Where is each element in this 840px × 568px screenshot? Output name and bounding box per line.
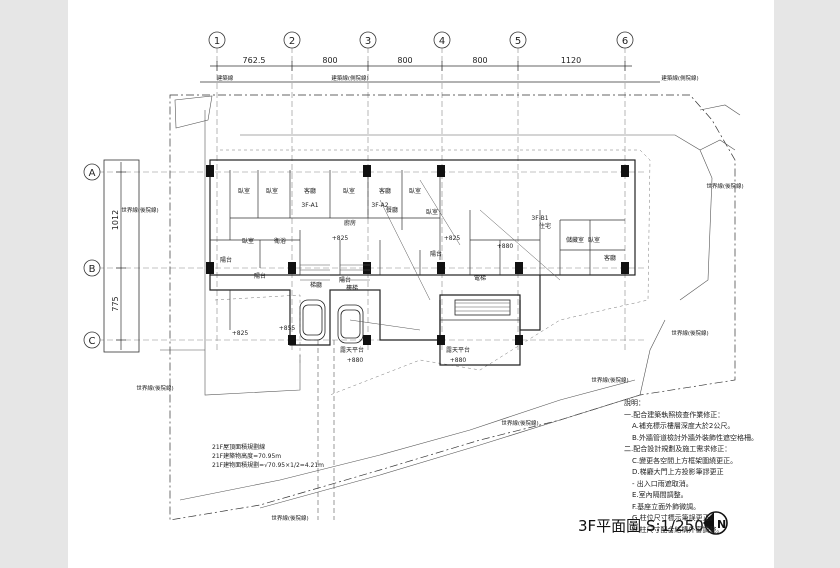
- setback-label: 世界線(後院線): [121, 206, 158, 214]
- note-line: 一.配合建築執照檢查作業修正：: [624, 410, 725, 419]
- height-note: 21F建築物高度=70.95m: [212, 452, 281, 460]
- setback-label: 建築線(側院線): [661, 74, 698, 82]
- room-label: 臥室: [266, 187, 278, 195]
- grid-column-label: 2: [289, 36, 295, 47]
- note-line: A.補充標示樓層深度大於2公尺。: [632, 422, 735, 430]
- level-label: +880: [347, 357, 364, 364]
- dimension-labels: 762.5 800 800 800 1120 1012 775: [111, 56, 581, 312]
- room-label: 客廳: [304, 187, 316, 195]
- dimension-label: 1120: [561, 56, 581, 65]
- setback-label: 世界線(後院線): [501, 419, 538, 427]
- dimension-label: 800: [322, 56, 337, 65]
- unit-label: 3F-A1: [301, 202, 318, 209]
- setback-label: 世界線(後院線): [706, 182, 743, 190]
- dimension-label: 775: [111, 296, 120, 311]
- annotations: 建築線 建築線(側院線) 建築線(側院線) 世界線(後院線) 世界線(後院線) 世界線(後…: [121, 74, 743, 522]
- grid-bubble: [208, 31, 226, 49]
- room-label: 餐廳: [386, 206, 398, 214]
- note-line: G.柱位尺寸標示筆誤更正。: [632, 514, 717, 522]
- room-label: 廚房: [344, 219, 356, 227]
- north-arrow-letter: N: [717, 518, 726, 531]
- room-label: 臥室: [242, 237, 254, 245]
- setback-label: 世界線(後院線): [136, 384, 173, 392]
- room-label: 樓梯: [346, 284, 358, 292]
- dimension-label: 800: [397, 56, 412, 65]
- level-label: +880: [497, 243, 514, 250]
- grid-bubble: [83, 163, 101, 181]
- dimension-label: 762.5: [243, 56, 266, 65]
- grid-column-label: 1: [214, 36, 220, 47]
- room-label: 客廳: [379, 187, 391, 195]
- setback-label: 世界線(後院線): [671, 329, 708, 337]
- grid-bubble: [359, 31, 377, 49]
- room-label: 陽台: [254, 272, 266, 280]
- grid-bubble: [83, 259, 101, 277]
- dimension-label: 1012: [111, 210, 120, 230]
- room-label: 梯廳: [310, 281, 322, 289]
- grid-bubble: [83, 331, 101, 349]
- grid-row-label: B: [89, 264, 96, 275]
- note-line: B.外牆管道檢討外牆外裝飾性遮空格柵。: [632, 433, 759, 442]
- room-label: 陽台: [339, 276, 351, 284]
- room-label: 陽台: [220, 256, 232, 264]
- room-label: 陽台: [430, 250, 442, 258]
- room-labels: 臥室臥室客廳臥室客廳臥室廚房餐廳臥室衛浴臥室住宅陽台陽台陽台陽台梯廳樓梯電梯露天…: [220, 187, 616, 364]
- room-label: 臥室: [238, 187, 250, 195]
- room-label: 臥室: [343, 187, 355, 195]
- dimension-label: 800: [472, 56, 487, 65]
- unit-label: 3F-A2: [371, 202, 388, 209]
- room-label: 露天平台: [340, 346, 364, 354]
- drawing-title: 3F平面圖 S:1/250: [578, 517, 704, 535]
- room-label: 衛浴: [274, 237, 286, 245]
- note-line: E.室內隔間調整。: [632, 491, 688, 499]
- room-label: 電梯: [474, 274, 486, 282]
- setback-label: 世界線(後院線): [271, 514, 308, 522]
- room-label: 臥室: [588, 236, 600, 244]
- setback-label: 建築線: [217, 74, 234, 82]
- note-line: C.變更各空間上方框架圍繞更正。: [632, 456, 738, 465]
- grid-column-label: 5: [515, 36, 521, 47]
- grid-column-label: 4: [439, 36, 445, 47]
- room-label: 住宅: [539, 222, 551, 230]
- room-label: 臥室: [426, 208, 438, 216]
- room-label: 露天平台: [446, 346, 470, 354]
- level-label: +825: [332, 235, 349, 242]
- note-line: D.梯廳大門上方投影筆謬更正: [632, 468, 724, 476]
- level-label: +825: [444, 235, 461, 242]
- note-line: H.柱尺寸配合結構外審調整。: [632, 525, 724, 534]
- room-label: 臥室: [409, 187, 421, 195]
- grid-column-label: 6: [622, 36, 628, 47]
- grid-column-label: 3: [365, 36, 371, 47]
- note-line: 二.配合設計規劃及施工需求修正：: [624, 445, 732, 453]
- level-label: +855: [279, 325, 296, 332]
- grid-bubble: [433, 31, 451, 49]
- unit-label: 3F-B1: [531, 215, 548, 222]
- notes-block: 說明： 一.配合建築執照檢查作業修正： A.補充標示樓層深度大於2公尺。 B.外…: [624, 398, 774, 536]
- grid-bubbles: 1 2 3 4 5 6A B C: [83, 31, 634, 349]
- note-line: - 出入口雨遮取消。: [632, 479, 693, 488]
- room-label: 儲藏室: [566, 236, 584, 244]
- setback-label: 世界線(後院線): [591, 376, 628, 384]
- grid-row-label: A: [89, 168, 96, 179]
- grid-bubble: [283, 31, 301, 49]
- notes-heading: 說明：: [624, 399, 645, 407]
- level-label: +825: [232, 330, 249, 337]
- setback-label: 建築線(側院線): [331, 74, 368, 82]
- grid-row-label: C: [89, 336, 96, 347]
- grid-bubble: [509, 31, 527, 49]
- level-label: +880: [450, 357, 467, 364]
- note-line: F.基座立面外飾微調。: [632, 502, 701, 511]
- north-arrow-icon: N: [703, 511, 728, 535]
- room-label: 客廳: [604, 254, 616, 262]
- height-note: 21F建物面積規劃=√70.95×1/2=4.21m: [212, 461, 324, 469]
- height-note: 21F屋頂面積規劃線: [212, 443, 265, 451]
- grid-bubble: [616, 31, 634, 49]
